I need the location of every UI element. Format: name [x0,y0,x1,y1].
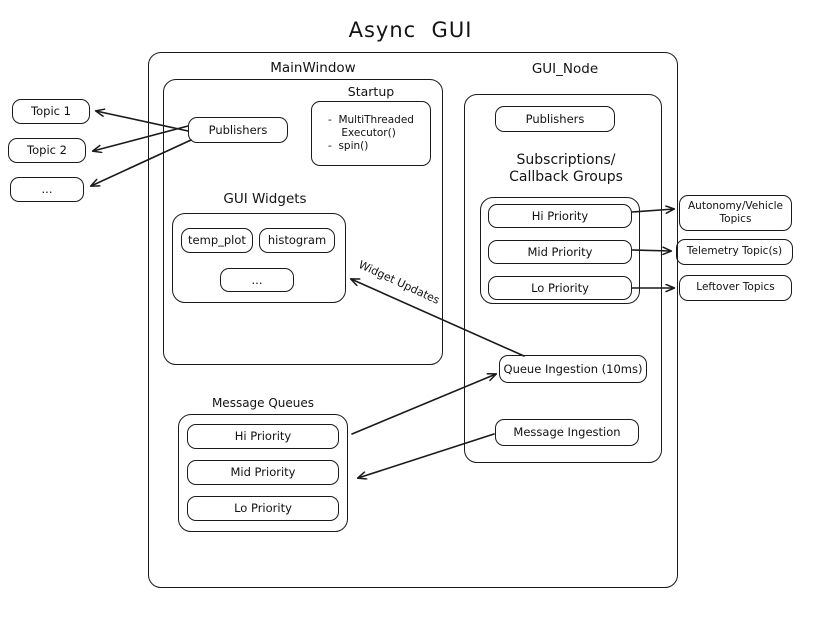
edge-mid-priority-to-telemetry [631,250,671,251]
right-topic-autonomy-vehicle[interactable]: Autonomy/Vehicle Topics [679,195,792,231]
subscription-mid-priority-label: Mid Priority [527,244,593,259]
mainwindow-title: MainWindow [270,60,356,76]
edge-queue-ingestion-to-gui-widgets [351,279,525,357]
right-topic-leftover-label: Leftover Topics [696,281,775,294]
queue-ingestion-label: Queue Ingestion (10ms) [503,361,643,376]
widget-more[interactable]: ... [220,268,294,292]
edge-message-ingestion-to-message-queues [358,433,495,478]
subscription-lo-priority[interactable]: Lo Priority [488,276,632,300]
edge-publishers-to-topic-more [91,139,192,186]
queue-lo-priority-label: Lo Priority [234,501,292,516]
queue-mid-priority-label: Mid Priority [230,465,296,480]
startup-title: Startup [347,84,395,99]
subscription-hi-priority-label: Hi Priority [531,208,589,223]
message-queues-title: Message Queues [211,396,315,410]
message-queues-container [178,414,348,532]
edge-publishers-to-topic1 [96,111,189,132]
gui-node-container [464,94,662,463]
mainwindow-publishers-box[interactable]: Publishers [188,117,288,143]
queue-hi-priority-label: Hi Priority [234,429,292,444]
subscription-hi-priority[interactable]: Hi Priority [488,204,632,228]
queue-hi-priority[interactable]: Hi Priority [187,424,339,449]
edge-publishers-to-topic2 [93,125,189,151]
subscription-lo-priority-label: Lo Priority [531,280,589,295]
right-topic-telemetry[interactable]: Telemetry Topic(s) [676,239,793,265]
external-topic-more[interactable]: ... [10,177,84,202]
external-topic-2[interactable]: Topic 2 [8,138,86,163]
mainwindow-publishers-label: Publishers [208,122,268,137]
right-topic-leftover[interactable]: Leftover Topics [679,275,792,301]
right-topic-telemetry-label: Telemetry Topic(s) [686,245,783,258]
message-ingestion-label: Message Ingestion [513,425,621,440]
widget-temp-plot[interactable]: temp_plot [181,228,253,253]
external-topic-1-label: Topic 1 [31,104,71,119]
gui-node-publishers-label: Publishers [525,111,585,126]
outer-system-container [148,52,678,588]
gui-widgets-container [172,213,346,303]
message-ingestion-box[interactable]: Message Ingestion [495,419,639,446]
subscriptions-title: Subscriptions/ Callback Groups [509,152,623,186]
widget-temp-plot-label: temp_plot [188,233,246,248]
startup-body: - MultiThreaded Executor() - spin() [328,113,414,153]
right-topic-autonomy-vehicle-label: Autonomy/Vehicle Topics [688,199,783,225]
subscription-mid-priority[interactable]: Mid Priority [488,240,632,264]
page-title: Async GUI [348,18,473,42]
external-topic-2-label: Topic 2 [27,143,67,158]
edge-hi-priority-to-autonomy [631,209,674,212]
gui-widgets-title: GUI Widgets [223,191,307,207]
external-topic-more-label: ... [41,182,53,197]
startup-box[interactable]: - MultiThreaded Executor() - spin() [311,101,431,166]
queue-ingestion-box[interactable]: Queue Ingestion (10ms) [499,355,647,383]
gui-node-publishers-box[interactable]: Publishers [495,106,615,132]
widget-histogram[interactable]: histogram [259,228,335,253]
queue-lo-priority[interactable]: Lo Priority [187,496,339,521]
queue-mid-priority[interactable]: Mid Priority [187,460,339,485]
widget-histogram-label: histogram [267,233,327,248]
gui-node-title: GUI_Node [531,61,599,77]
mainwindow-container [163,79,443,365]
external-topic-1[interactable]: Topic 1 [12,99,90,124]
widget-more-label: ... [251,272,263,287]
edge-message-queues-to-queue-ingestion [351,374,496,435]
